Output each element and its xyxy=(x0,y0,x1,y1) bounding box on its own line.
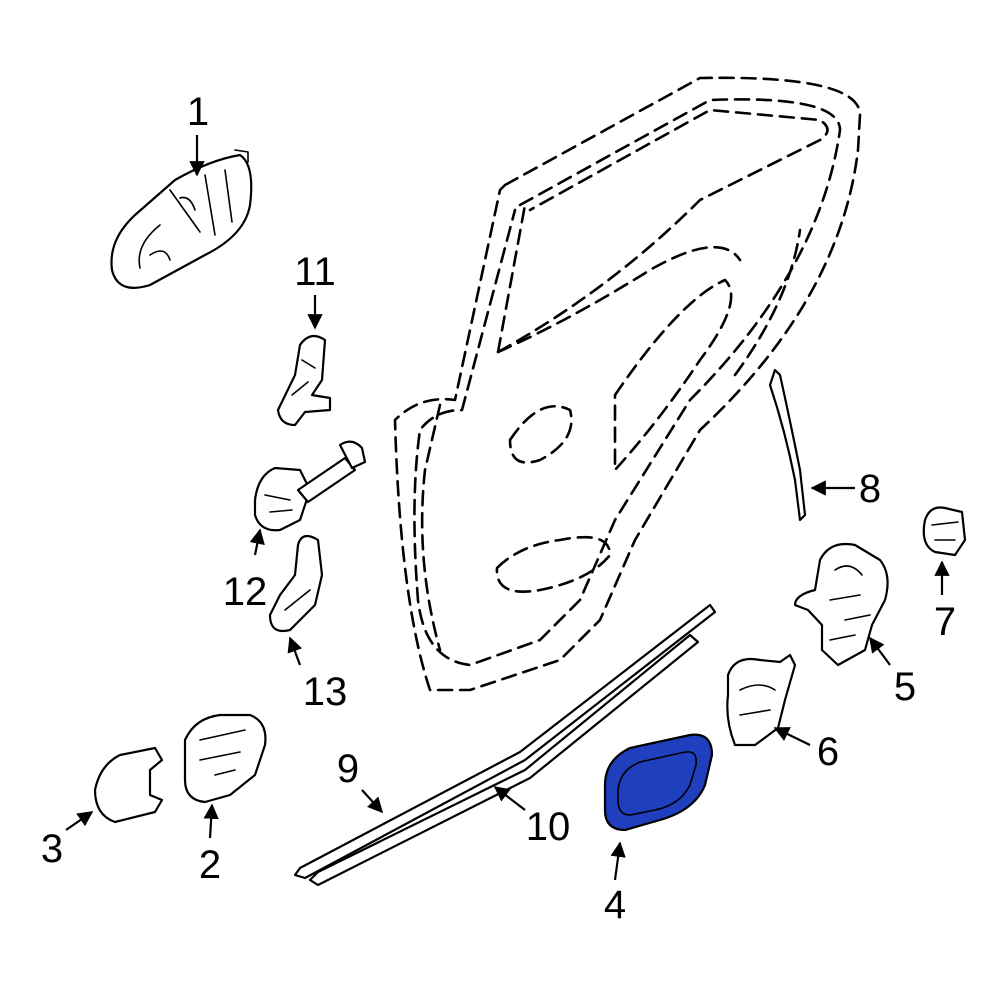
part-8-rod xyxy=(768,368,807,522)
part-3-bezel xyxy=(93,746,164,824)
callout-3: 3 xyxy=(41,827,63,871)
part-1-outside-handle xyxy=(110,149,253,289)
callout-9: 9 xyxy=(337,747,359,791)
part-12-check-strap xyxy=(253,440,367,532)
callout-arrows xyxy=(65,135,950,881)
part-2-handle xyxy=(183,713,267,804)
callout-8: 8 xyxy=(859,467,881,511)
callout-13: 13 xyxy=(303,670,348,714)
callout-1: 1 xyxy=(187,90,209,134)
callout-5: 5 xyxy=(894,665,916,709)
part-6-housing xyxy=(726,653,797,747)
part-7-clip xyxy=(922,506,967,557)
callout-labels: 1 2 3 4 5 6 7 8 9 10 11 12 13 xyxy=(41,90,956,927)
part-5-latch xyxy=(793,542,889,667)
callout-4: 4 xyxy=(604,883,626,927)
callout-10: 10 xyxy=(526,805,571,849)
callout-11: 11 xyxy=(294,250,336,294)
callout-6: 6 xyxy=(817,730,839,774)
part-9-10-rods xyxy=(293,603,717,887)
callout-2: 2 xyxy=(199,843,221,887)
part-13-hinge xyxy=(268,534,324,633)
callout-12: 12 xyxy=(223,570,268,614)
part-11-hinge xyxy=(276,334,332,427)
part-4-seal xyxy=(603,733,714,832)
door-outline xyxy=(393,76,862,692)
callout-7: 7 xyxy=(934,600,956,644)
